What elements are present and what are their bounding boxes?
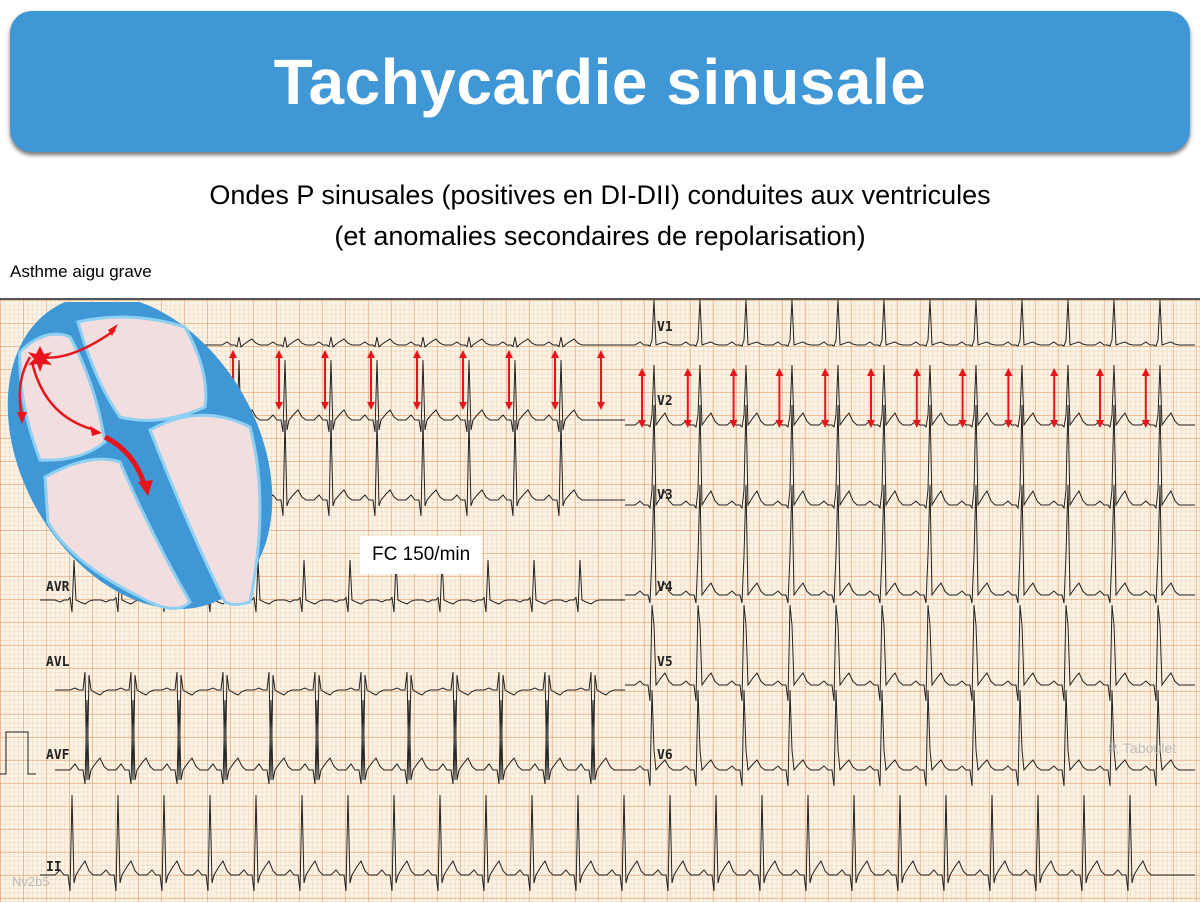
- trace-lead-v6: [625, 689, 1195, 787]
- lead-label-v6: V6: [657, 748, 673, 763]
- trace-lead-v4: [625, 484, 1195, 604]
- rr-interval-arrow-icon: [275, 350, 283, 410]
- author-watermark: P. Taboulet: [1108, 740, 1176, 756]
- lead-label-ii: II: [46, 860, 62, 875]
- ecg-strip: AVR AVL AVF II V1 V2 V3 V4 V5 V6 FC 150/…: [0, 298, 1200, 902]
- rr-interval-arrow-icon: [505, 350, 513, 410]
- trace-lead-avl: [55, 671, 625, 781]
- arrow-head-icon: [138, 480, 153, 496]
- lead-label-v5: V5: [657, 655, 673, 670]
- trace-lead-ii-rhythm: [40, 794, 1195, 892]
- trace-lead-i: [200, 336, 625, 349]
- rr-interval-arrow-icon: [321, 350, 329, 410]
- ecg-traces: [0, 300, 1195, 892]
- lead-label-avf: AVF: [46, 748, 70, 763]
- slide-code: Nv2b5: [12, 874, 50, 889]
- subtitle-line-1: Ondes P sinusales (positives en DI-DII) …: [209, 180, 991, 210]
- rr-interval-arrow-icon: [367, 350, 375, 410]
- rr-interval-arrow-icon: [958, 368, 967, 428]
- slide-title: Tachycardie sinusale: [273, 45, 927, 118]
- arrow-head-icon: [90, 426, 102, 436]
- subtitle-line-2: (et anomalies secondaires de repolarisat…: [334, 221, 866, 251]
- sinus-node-burst-icon: [28, 346, 52, 372]
- arrow-head-icon: [17, 412, 27, 424]
- rr-interval-arrow-icon: [638, 368, 646, 428]
- trace-lead-ii-short: [200, 359, 625, 433]
- lead-label-v2: V2: [657, 394, 673, 409]
- heart-diagram: [7, 302, 273, 610]
- trace-lead-avf: [55, 699, 625, 785]
- rr-interval-arrow-icon: [551, 350, 559, 410]
- rr-interval-arrow-icon: [912, 368, 921, 428]
- trace-lead-v3: [625, 404, 1195, 510]
- rr-interval-arrow-icon: [821, 368, 830, 428]
- rr-interval-arrow-icon: [1096, 368, 1104, 428]
- lead-label-v4: V4: [657, 580, 673, 595]
- trace-lead-v2: [625, 364, 1195, 429]
- trace-lead-v1: [625, 300, 1195, 347]
- rr-interval-arrow-icon: [729, 368, 738, 428]
- arrow-head-icon: [108, 324, 118, 336]
- lead-label-v3: V3: [657, 488, 673, 503]
- heart-rate-label: FC 150/min: [360, 536, 483, 574]
- case-label: Asthme aigu grave: [10, 262, 152, 281]
- lead-label-avr: AVR: [46, 580, 70, 595]
- rr-interval-arrow-icon: [413, 350, 421, 410]
- trace-lead-v5: [625, 604, 1195, 702]
- lead-label-avl: AVL: [46, 655, 70, 670]
- rr-interval-arrow-icon: [1004, 368, 1013, 428]
- rr-interval-arrow-icon: [597, 350, 605, 410]
- rr-interval-arrow-icon: [683, 368, 692, 428]
- trace-lead-iii: [200, 419, 625, 517]
- lead-label-v1: V1: [657, 320, 673, 335]
- calibration-pulse: [0, 731, 36, 775]
- rr-interval-arrow-icon: [459, 350, 467, 410]
- heart-illustration: [7, 302, 273, 610]
- rr-interval-arrow-icon: [775, 368, 784, 428]
- rr-interval-arrow-icon: [1050, 368, 1059, 428]
- rr-interval-arrow-icon: [867, 368, 875, 428]
- title-bar: Tachycardie sinusale: [10, 11, 1190, 152]
- rr-interval-arrow-icon: [1141, 368, 1150, 428]
